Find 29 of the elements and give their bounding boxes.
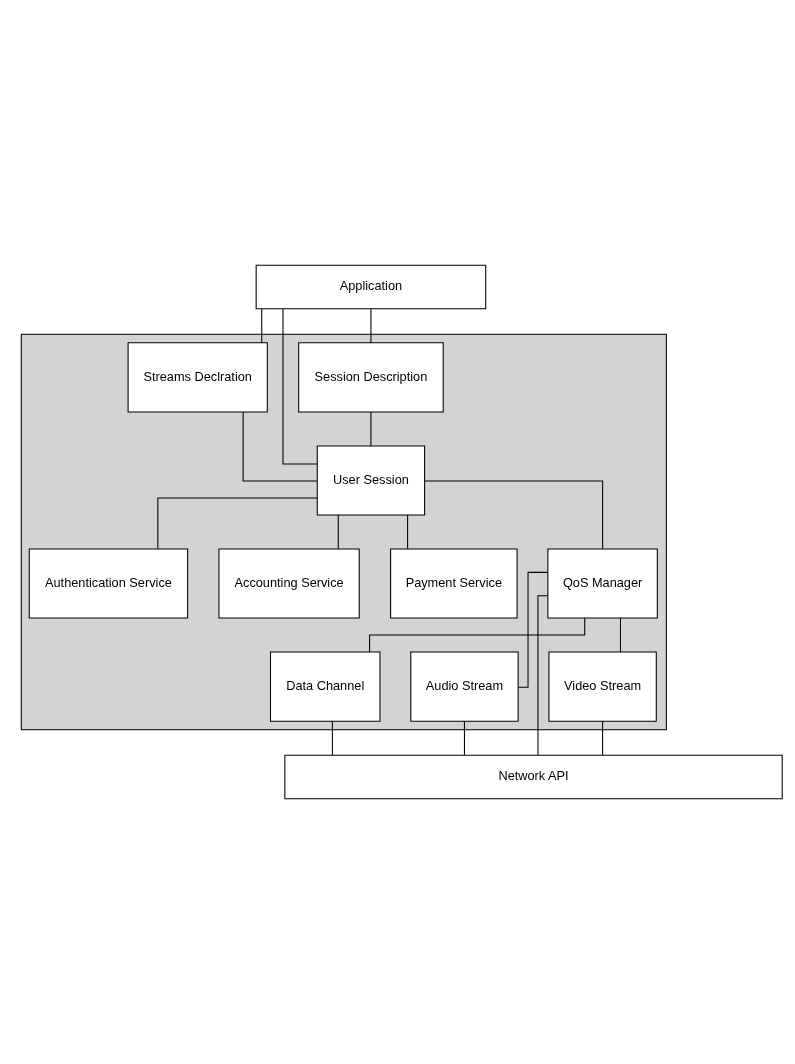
connector	[242, 411, 318, 482]
connector	[537, 595, 549, 756]
connector	[370, 308, 372, 344]
node-box: Session Description	[298, 342, 444, 413]
node-box: QoS Manager	[547, 548, 658, 619]
connector	[331, 720, 333, 756]
node-box: Application	[255, 264, 487, 310]
connector	[463, 720, 465, 756]
node-box: Streams Declration	[127, 342, 268, 413]
node-box: Authentication Service	[28, 548, 189, 619]
connector	[619, 617, 622, 653]
cluster	[20, 333, 667, 731]
connector	[261, 308, 263, 344]
connector	[282, 308, 318, 465]
connector	[157, 497, 318, 550]
node-box: Accounting Service	[218, 548, 360, 619]
node-box: Network API	[284, 754, 783, 800]
connector	[370, 411, 372, 447]
node-box: Video Stream	[548, 651, 657, 722]
node-box: Audio Stream	[410, 651, 519, 722]
connector	[337, 514, 339, 550]
connector	[424, 480, 604, 550]
connector	[369, 617, 586, 653]
connector	[602, 720, 604, 756]
node-box: User Session	[316, 445, 426, 516]
node-box: Data Channel	[269, 651, 381, 722]
connector	[517, 571, 549, 688]
node-box: Payment Service	[390, 548, 518, 619]
connector	[407, 514, 409, 550]
